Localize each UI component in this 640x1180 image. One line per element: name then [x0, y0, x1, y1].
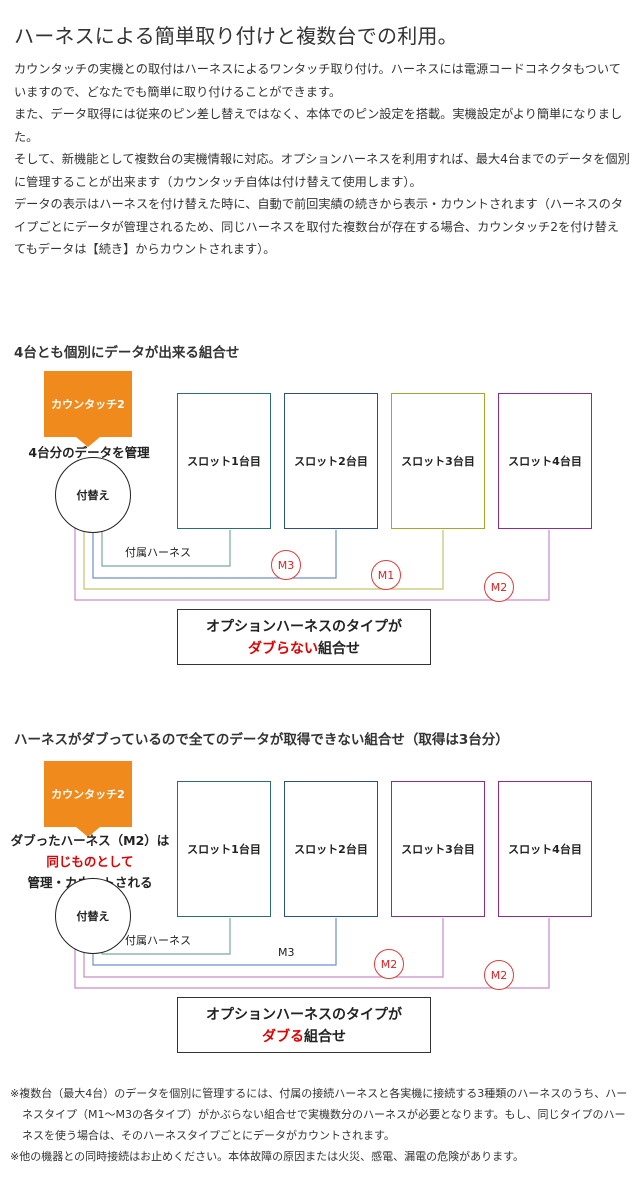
slot-3: スロット3台目 — [391, 393, 485, 529]
footnotes: ※複数台（最大4台）のデータを個別に管理するには、付属の接続ハーネスと各実機に接… — [10, 1083, 636, 1167]
footnote: ※他の機器との同時接続はお止めください。本体故障の原因または火災、感電、漏電の危… — [10, 1150, 525, 1163]
slot-3: スロット3台目 — [391, 781, 485, 917]
device-note: ダブったハーネス（M2）は 同じものとして 管理・カウントされる — [10, 830, 170, 893]
countouch-device: カウンタッチ2 — [44, 371, 132, 437]
wire-slot1 — [101, 504, 231, 567]
countouch-device: カウンタッチ2 — [44, 761, 132, 827]
harness-badge-m2: M2 — [374, 949, 404, 979]
note-highlight: 同じものとして — [46, 854, 134, 869]
device-arrow-icon — [76, 827, 100, 837]
slot-4: スロット4台目 — [498, 393, 592, 529]
device-arrow-icon — [76, 437, 100, 447]
bundled-harness-label: 付属ハーネス — [125, 934, 191, 947]
callout-line: オプションハーネスのタイプが — [206, 619, 402, 635]
slot-1: スロット1台目 — [177, 781, 271, 917]
bundled-harness-label: 付属ハーネス — [125, 546, 191, 559]
wire-slot2 — [92, 506, 337, 579]
harness-label-m3: M3 — [278, 946, 295, 959]
section2-callout: オプションハーネスのタイプが ダブる組合せ — [177, 997, 431, 1053]
callout-tail: 組合せ — [304, 1029, 346, 1045]
intro-text: カウンタッチの実機との取付はハーネスによるワンタッチ取り付け。ハーネスには電源コ… — [14, 58, 630, 261]
callout-highlight: ダブる — [262, 1029, 304, 1045]
section1-callout: オプションハーネスのタイプが ダブらない組合せ — [177, 609, 431, 665]
section2-heading: ハーネスがダブっているので全てのデータが取得できない組合せ（取得は3台分） — [14, 732, 509, 748]
harness-badge-m2: M2 — [484, 572, 514, 602]
wire-slot4 — [74, 500, 550, 601]
section1-heading: 4台とも個別にデータが出来る組合せ — [14, 345, 240, 361]
callout-tail: 組合せ — [318, 641, 360, 657]
intro-paragraph: データの表示はハーネスを付け替えた時に、自動で前回実績の続きから表示・カウントさ… — [14, 197, 624, 256]
page-title: ハーネスによる簡単取り付けと複数台での利用。 — [14, 24, 458, 48]
harness-badge-m3: M3 — [271, 550, 301, 580]
slot-1: スロット1台目 — [177, 393, 271, 529]
callout-highlight: ダブらない — [248, 641, 318, 657]
device-note: 4台分のデータを管理 — [28, 445, 150, 460]
intro-paragraph: また、データ取得には従来のピン差し替えではなく、本体でのピン設定を搭載。実機設定… — [14, 107, 623, 144]
swap-circle: 付替え — [55, 457, 131, 533]
callout-line: ダブる組合せ — [178, 1026, 430, 1048]
slot-4: スロット4台目 — [498, 781, 592, 917]
harness-badge-m2: M2 — [484, 960, 514, 990]
slot-2: スロット2台目 — [284, 781, 378, 917]
swap-circle: 付替え — [55, 878, 131, 954]
intro-paragraph: そして、新機能として複数台の実機情報に対応。オプションハーネスを利用すれば、最大… — [14, 152, 630, 189]
intro-paragraph: カウンタッチの実機との取付はハーネスによるワンタッチ取り付け。ハーネスには電源コ… — [14, 62, 621, 99]
footnote: ※複数台（最大4台）のデータを個別に管理するには、付属の接続ハーネスと各実機に接… — [10, 1087, 628, 1142]
slot-2: スロット2台目 — [284, 393, 378, 529]
note-line: ダブったハーネス（M2）は — [10, 833, 170, 848]
callout-line: オプションハーネスのタイプが — [206, 1007, 402, 1023]
callout-line: ダブらない組合せ — [178, 638, 430, 660]
harness-badge-m1: M1 — [371, 560, 401, 590]
wire-slot3 — [83, 504, 444, 590]
